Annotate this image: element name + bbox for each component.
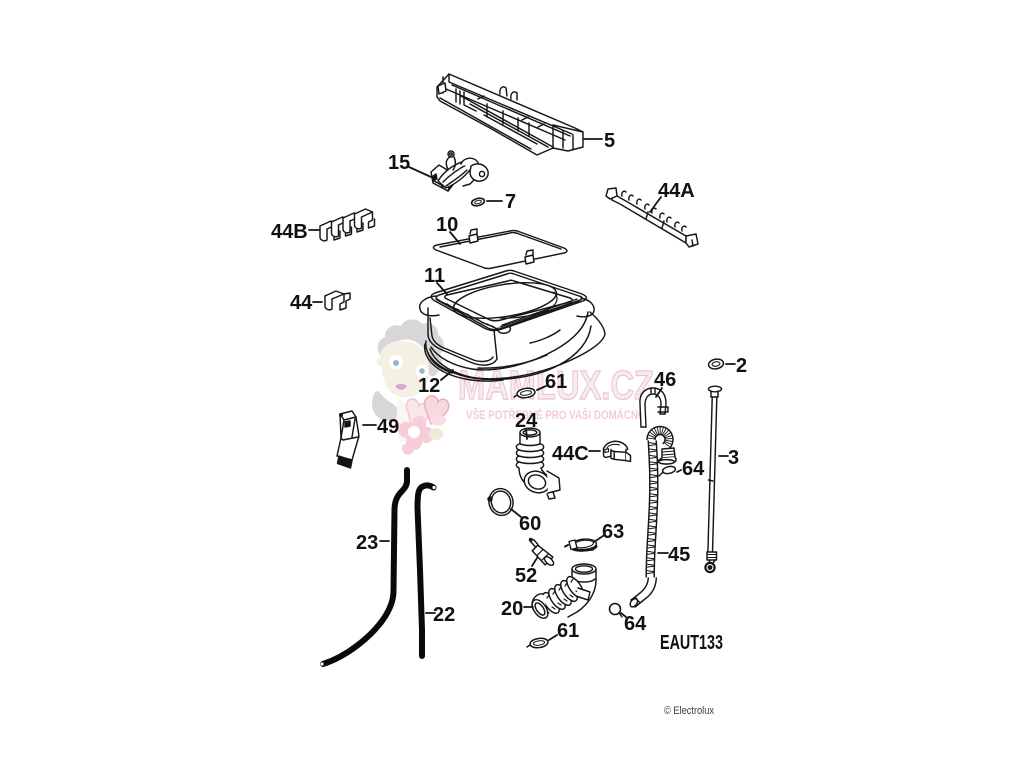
svg-text:2: 2: [736, 355, 747, 377]
svg-text:3: 3: [728, 447, 739, 469]
svg-text:60: 60: [519, 513, 541, 535]
svg-text:44C: 44C: [552, 443, 589, 465]
svg-text:63: 63: [602, 521, 624, 543]
svg-text:© Electrolux: © Electrolux: [664, 705, 714, 717]
svg-text:61: 61: [545, 371, 567, 393]
svg-text:61: 61: [557, 620, 579, 642]
svg-text:45: 45: [668, 544, 690, 566]
svg-text:24: 24: [515, 410, 538, 432]
svg-text:46: 46: [654, 369, 676, 391]
svg-text:15: 15: [388, 152, 410, 174]
svg-text:12: 12: [418, 375, 440, 397]
svg-text:11: 11: [424, 265, 445, 287]
svg-text:64: 64: [682, 458, 705, 480]
svg-text:23: 23: [356, 532, 378, 554]
svg-text:10: 10: [436, 214, 458, 236]
svg-text:20: 20: [501, 598, 523, 620]
svg-text:44B: 44B: [271, 221, 308, 243]
svg-text:52: 52: [515, 565, 537, 587]
svg-text:44A: 44A: [658, 180, 695, 202]
svg-text:44: 44: [290, 292, 313, 314]
svg-text:22: 22: [433, 604, 455, 626]
svg-text:7: 7: [505, 191, 516, 213]
svg-text:EAUT133: EAUT133: [660, 632, 723, 654]
svg-text:VŠE POTŘEBNÉ PRO VAŠI DOMÁCNOS: VŠE POTŘEBNÉ PRO VAŠI DOMÁCNOST: [466, 407, 659, 422]
svg-text:5: 5: [604, 130, 615, 152]
svg-text:64: 64: [624, 613, 647, 635]
svg-text:49: 49: [377, 416, 399, 438]
